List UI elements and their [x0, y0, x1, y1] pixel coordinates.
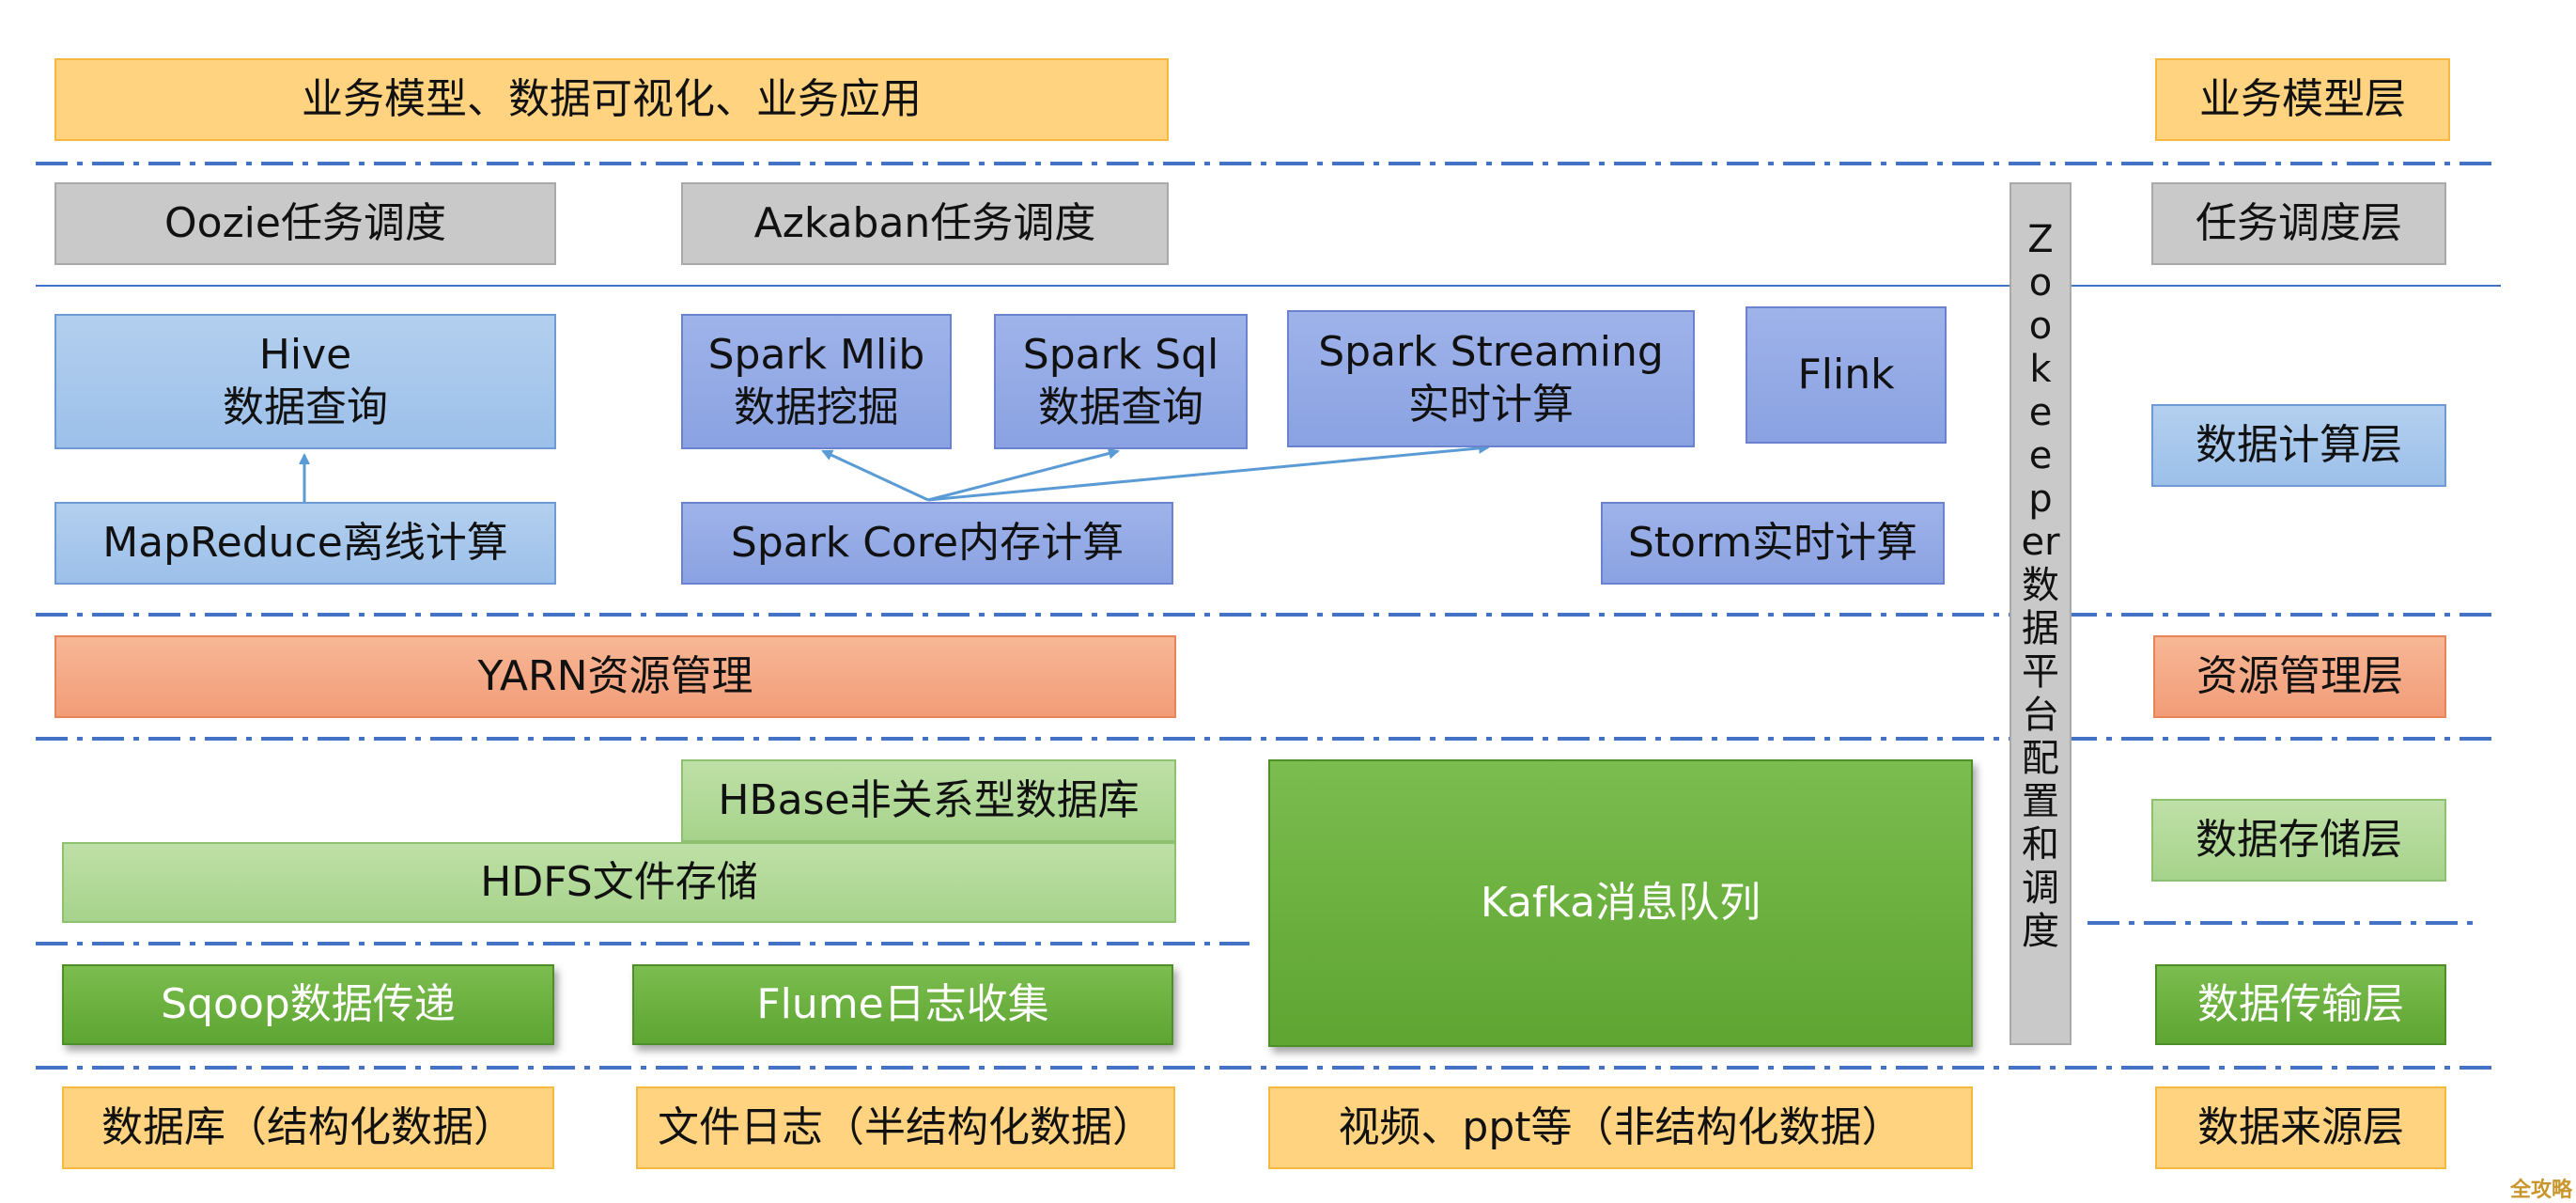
- arrow-sparkcore-to-streaming: [927, 442, 1490, 502]
- layer-label-business: 业务模型层: [2155, 58, 2450, 141]
- arrow-sparkcore-to-sql: [927, 447, 1120, 502]
- layer-label-resource: 资源管理层: [2153, 635, 2446, 718]
- oozie-box: Oozie任务调度: [54, 182, 556, 265]
- yarn-box: YARN资源管理: [54, 635, 1176, 718]
- arrow-sparkcore-to-mlib: [821, 449, 929, 502]
- source-files-box: 文件日志（半结构化数据）: [636, 1086, 1175, 1169]
- layer-label-transport: 数据传输层: [2155, 964, 2446, 1045]
- azkaban-box: Azkaban任务调度: [681, 182, 1169, 265]
- business-apps-label: 业务模型、数据可视化、业务应用: [302, 75, 922, 123]
- source-media-box: 视频、ppt等（非结构化数据）: [1268, 1086, 1973, 1169]
- flink-box: Flink: [1746, 306, 1947, 444]
- layer-label-source: 数据来源层: [2155, 1086, 2446, 1169]
- zookeeper-label: Zookeeper数据平台配置和调度: [2021, 218, 2060, 953]
- storm-box: Storm实时计算: [1601, 502, 1945, 585]
- zookeeper-box: Zookeeper数据平台配置和调度: [2010, 182, 2072, 1045]
- spark-mlib-box: Spark Mlib 数据挖掘: [681, 314, 952, 449]
- watermark-text: 全攻略: [2510, 1179, 2573, 1202]
- layer-label-schedule: 任务调度层: [2151, 182, 2446, 265]
- business-apps-box: 业务模型、数据可视化、业务应用: [54, 58, 1169, 141]
- hive-title: Hive: [258, 331, 352, 379]
- layer-label-storage: 数据存储层: [2151, 799, 2446, 882]
- spark-streaming-box: Spark Streaming 实时计算: [1287, 310, 1695, 447]
- hdfs-box: HDFS文件存储: [62, 842, 1176, 923]
- hive-subtitle: 数据查询: [223, 383, 388, 431]
- sqoop-box: Sqoop数据传递: [62, 964, 554, 1045]
- layer-label-compute: 数据计算层: [2151, 404, 2446, 487]
- source-database-box: 数据库（结构化数据）: [62, 1086, 554, 1169]
- kafka-box: Kafka消息队列: [1268, 759, 1973, 1047]
- hbase-box: HBase非关系型数据库: [681, 759, 1176, 842]
- spark-core-box: Spark Core内存计算: [681, 502, 1173, 585]
- hive-box: Hive 数据查询: [54, 314, 556, 449]
- spark-sql-box: Spark Sql 数据查询: [994, 314, 1248, 449]
- flume-box: Flume日志收集: [632, 964, 1173, 1045]
- mapreduce-box: MapReduce离线计算: [54, 502, 556, 585]
